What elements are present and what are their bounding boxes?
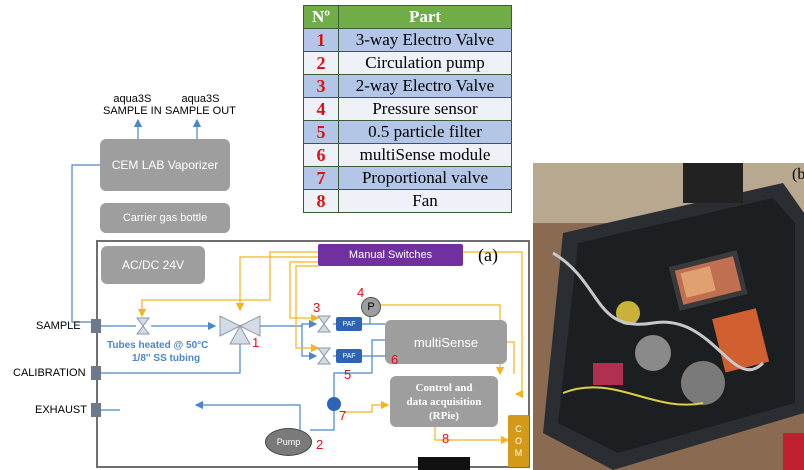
part-number-2: 2	[316, 437, 324, 452]
part-number-4: 4	[357, 285, 365, 300]
table-row: 2 Circulation pump	[303, 51, 512, 75]
enclosure-outline	[96, 240, 530, 468]
table-row: 3 2-way Electro Valve	[303, 74, 512, 98]
pressure-sensor-icon: P	[361, 297, 381, 317]
signal-switch-control	[463, 251, 524, 399]
manual-switches-label: Manual Switches	[348, 249, 433, 261]
pump-label: Pump	[276, 437, 301, 447]
device-photo: (b	[533, 163, 804, 470]
com-box: C O M	[508, 415, 529, 467]
row-number: 8	[303, 189, 339, 213]
row-part: 2-way Electro Valve	[338, 74, 512, 98]
pressure-sensor-label: P	[367, 301, 375, 313]
row-part: Proportional valve	[338, 166, 512, 190]
row-part: 0.5 particle filter	[338, 120, 512, 144]
valve-to-v5-line	[301, 326, 318, 361]
particle-filter-box: PAF	[336, 317, 362, 331]
part-number-5: 5	[344, 367, 352, 382]
calibration-port	[91, 366, 101, 380]
particle-filter-label: PAF	[342, 352, 356, 360]
row-part: multiSense module	[338, 143, 512, 167]
signal-v3	[289, 261, 320, 323]
exhaust-port-label: EXHAUST	[35, 404, 87, 416]
tubing-label: 1/8'' SS tubing	[132, 353, 201, 364]
valve-icon	[317, 347, 331, 365]
valve-icon	[136, 317, 150, 327]
vaporizer-label: CEM LAB Vaporizer	[111, 158, 219, 172]
signal-fan	[434, 427, 510, 445]
header-no: Nº	[303, 5, 339, 29]
sample-out-label: aqua3S SAMPLE OUT	[165, 93, 236, 117]
power-supply-box: AC/DC 24V	[101, 246, 205, 284]
sample-port-label: SAMPLE	[36, 320, 81, 332]
table-row: 5 0.5 particle filter	[303, 120, 512, 144]
tubes-heated-label: Tubes heated @ 50°C	[107, 340, 209, 351]
sample-in-label: aqua3S SAMPLE IN	[103, 93, 162, 117]
calibration-port-label: CALIBRATION	[13, 367, 86, 379]
row-part: Fan	[338, 189, 512, 213]
particle-filter-label: PAF	[342, 320, 356, 328]
carrier-gas-label: Carrier gas bottle	[122, 212, 208, 224]
part-number-1: 1	[252, 335, 260, 350]
part-number-8: 8	[442, 431, 450, 446]
table-row: 1 3-way Electro Valve	[303, 28, 512, 52]
outlet-line	[333, 339, 385, 412]
panel-label-a: (a)	[478, 245, 498, 265]
device-photo-image	[533, 163, 804, 470]
vaporizer-box: CEM LAB Vaporizer	[100, 139, 230, 191]
com-label: C O M	[514, 424, 523, 458]
panel-label-b: (b	[792, 166, 804, 183]
multisense-box: multiSense	[385, 320, 507, 364]
signal-prop-valve	[343, 400, 390, 413]
part-number-3: 3	[313, 300, 321, 315]
valve-icon	[136, 325, 150, 335]
particle-filter-box: PAF	[336, 349, 362, 363]
table-row: 7 Proportional valve	[303, 166, 512, 190]
row-part: Pressure sensor	[338, 97, 512, 121]
row-part: Circulation pump	[338, 51, 512, 75]
calibration-line	[101, 343, 241, 374]
multisense-label: multiSense	[413, 334, 479, 350]
signal-multisense	[507, 341, 515, 374]
row-number: 3	[303, 74, 339, 98]
signal-v5	[295, 265, 320, 353]
part-number-7: 7	[339, 408, 347, 423]
exhaust-port	[91, 403, 101, 417]
row-number: 5	[303, 120, 339, 144]
prop-valve-pump-line	[310, 412, 335, 431]
control-label: Control and data acquisition (RPie)	[406, 381, 482, 422]
valve-to-v3-line	[258, 319, 318, 329]
row-number: 2	[303, 51, 339, 75]
row-part: 3-way Electro Valve	[338, 28, 512, 52]
three-way-valve-icon	[219, 315, 261, 345]
table-row: 8 Fan	[303, 189, 512, 213]
vaporizer-line	[71, 164, 100, 323]
pump-icon: Pump	[265, 428, 312, 456]
signal-v0	[137, 251, 318, 318]
sample-port	[91, 319, 101, 333]
table-row: 4 Pressure sensor	[303, 97, 512, 121]
carrier-gas-box: Carrier gas bottle	[100, 203, 230, 233]
signal-v1	[235, 256, 318, 312]
table-row: 6 multiSense module	[303, 143, 512, 167]
pump-exhaust-line	[194, 400, 301, 440]
part-number-6: 6	[391, 352, 399, 367]
valve-icon	[317, 315, 331, 333]
proportional-valve-icon	[327, 397, 341, 411]
control-box: Control and data acquisition (RPie)	[390, 376, 498, 427]
manual-switches-box: Manual Switches	[318, 244, 463, 266]
fan-icon	[418, 457, 470, 470]
parts-table: Nº Part 1 3-way Electro Valve 2 Circulat…	[303, 5, 512, 213]
row-number: 7	[303, 166, 339, 190]
power-supply-label: AC/DC 24V	[121, 258, 185, 272]
